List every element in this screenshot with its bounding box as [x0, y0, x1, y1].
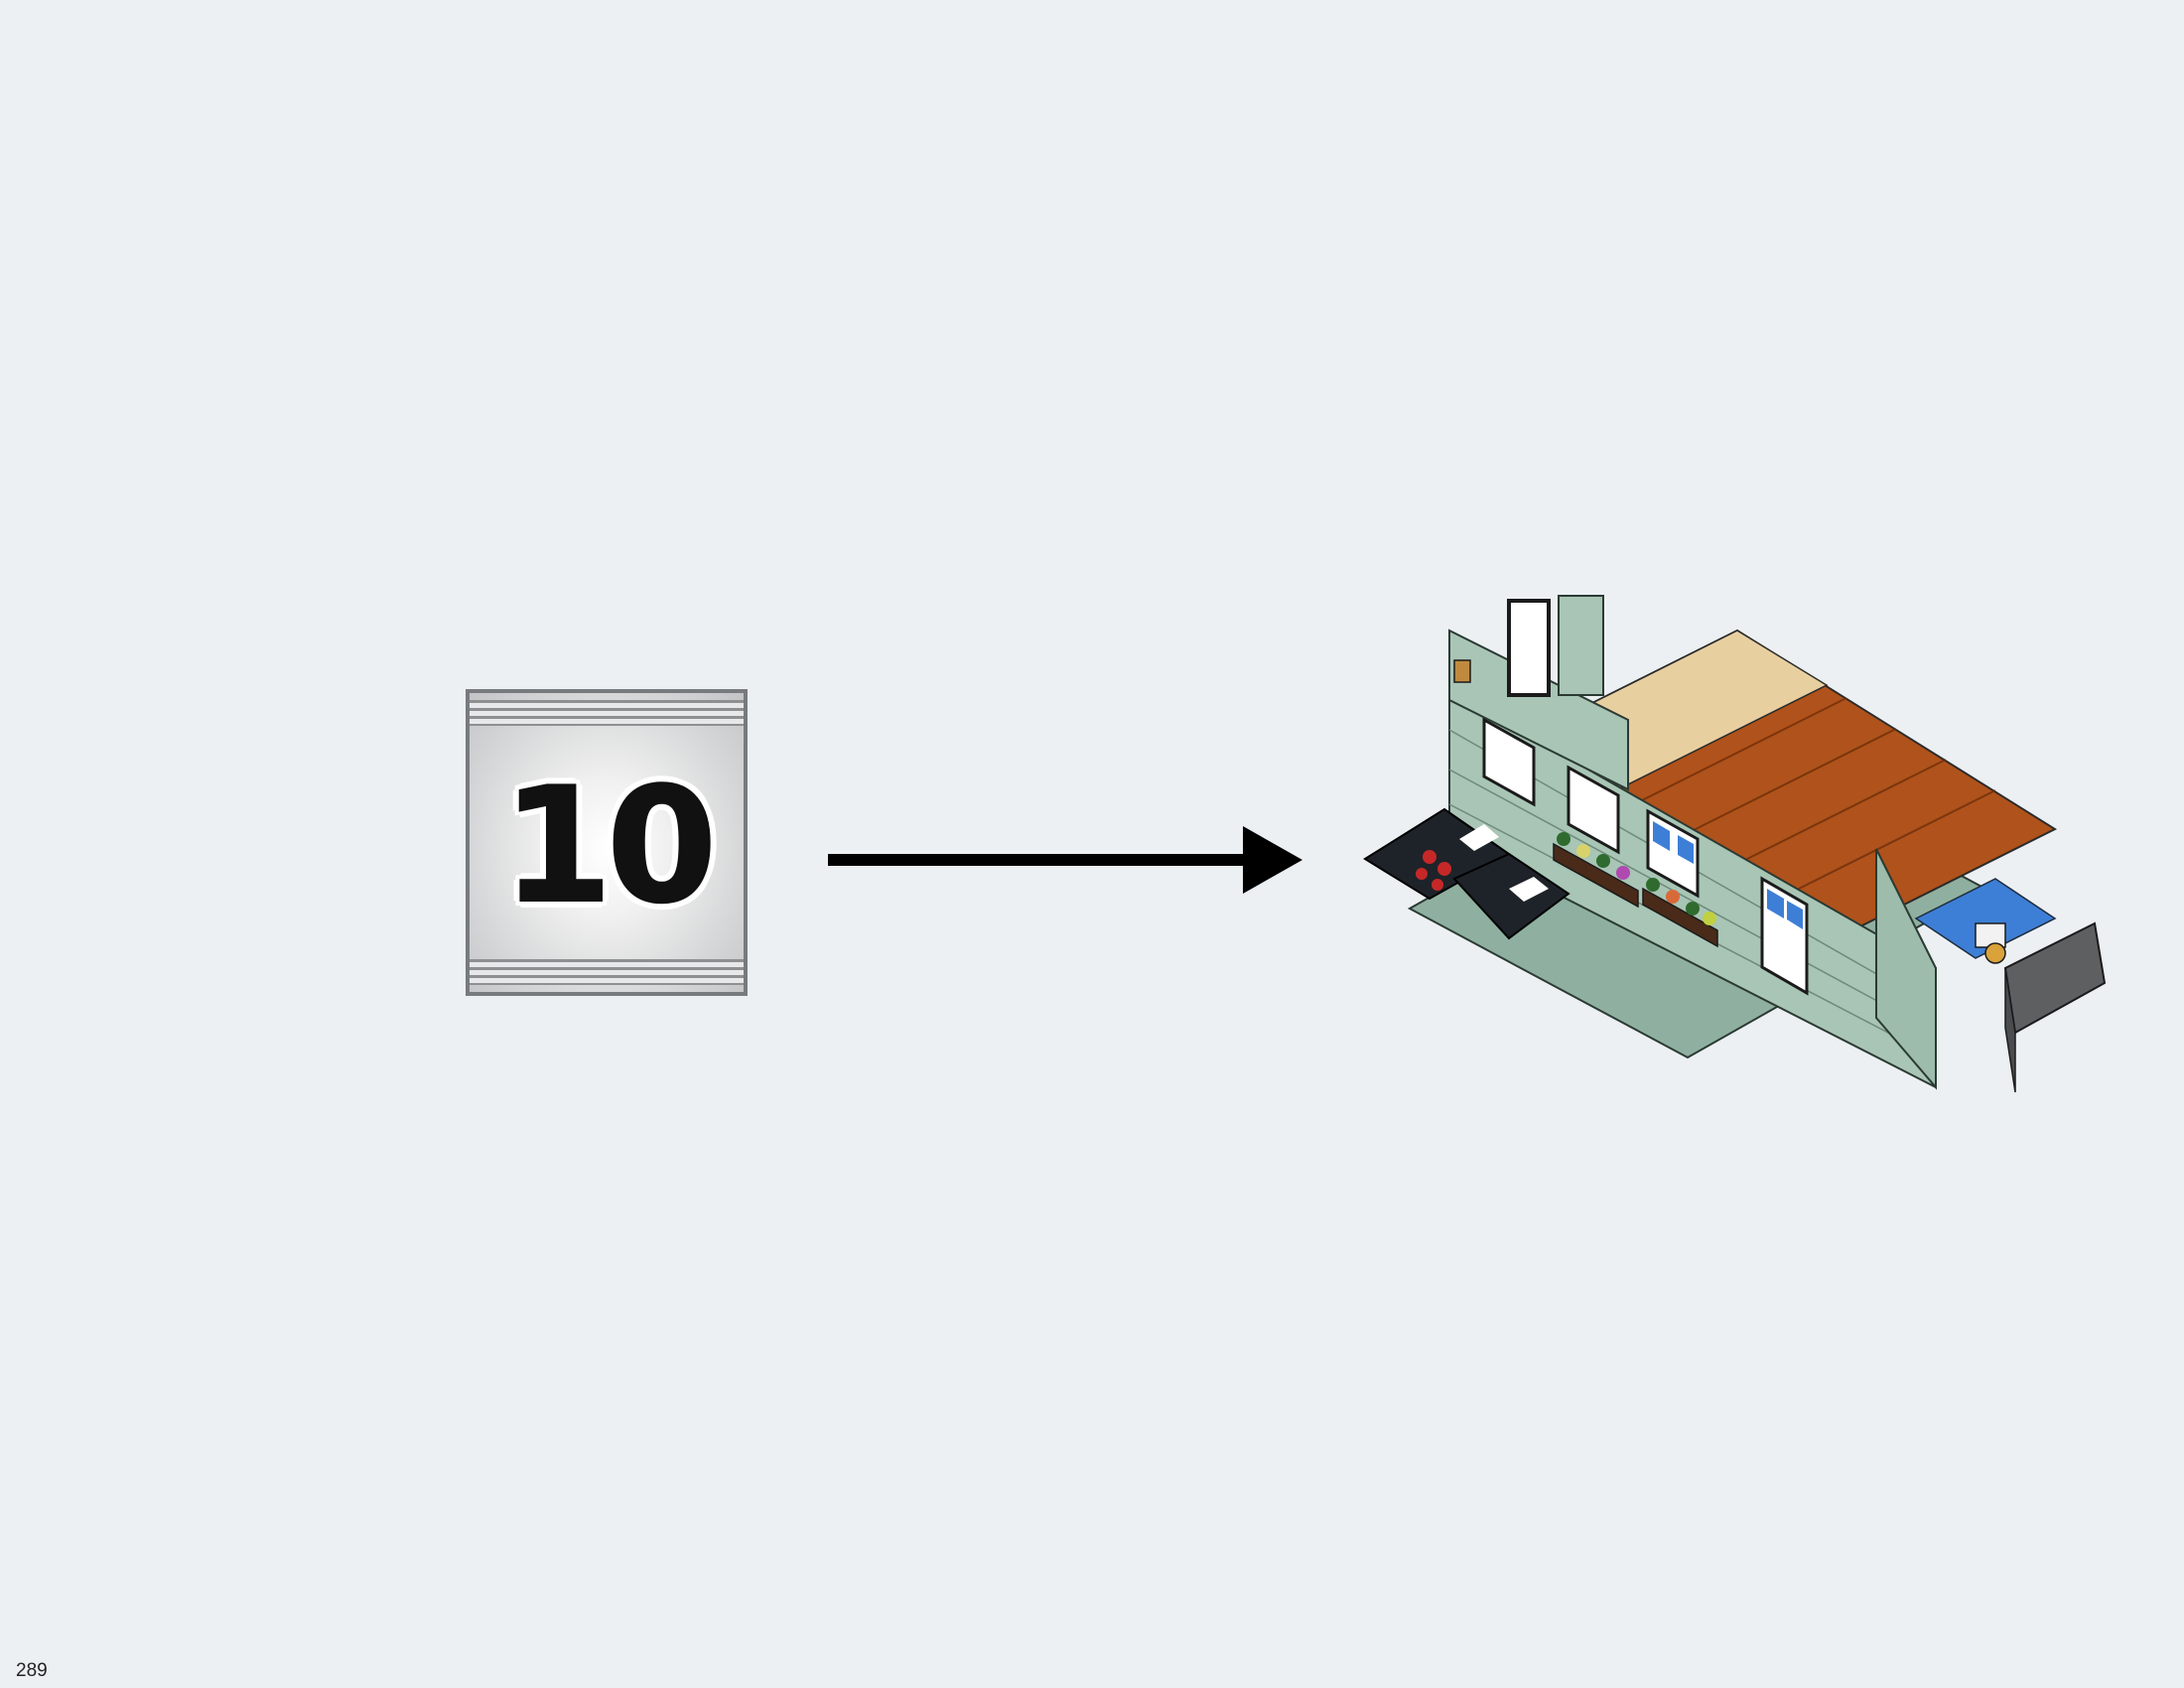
building-model-illustration [1363, 595, 2107, 1093]
bag-top-seal [470, 700, 744, 726]
page-number: 289 [16, 1660, 48, 1681]
bag-bottom-seal [470, 959, 744, 985]
bag-number: 10 [501, 753, 719, 938]
parts-bag-icon: 10 [466, 689, 748, 996]
right-arrow-icon [828, 826, 1302, 894]
